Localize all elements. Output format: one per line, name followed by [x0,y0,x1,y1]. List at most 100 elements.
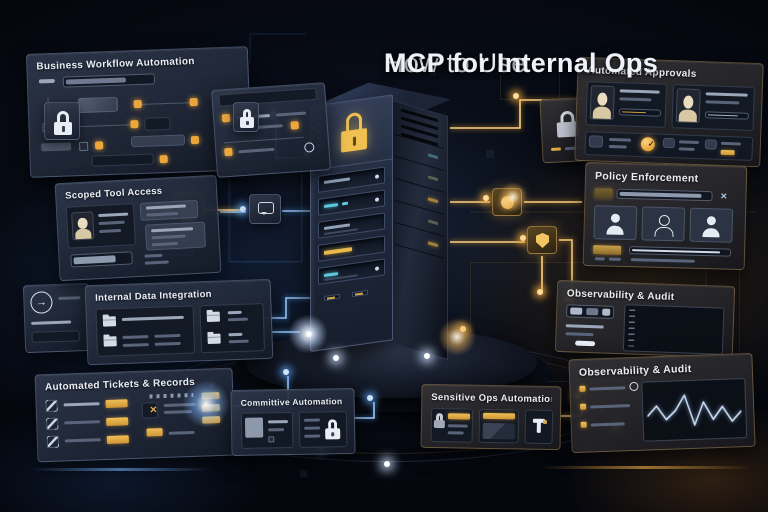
folder-icon [206,311,221,323]
drive-light [324,177,350,185]
text-line [163,402,196,407]
close-icon: × [720,190,728,203]
avatar [71,211,95,241]
status-led [428,241,438,248]
bar [640,327,641,346]
text-line [550,147,562,151]
panel-policy-enforcement: Policy Enforcement × [582,161,748,271]
chat-tile [249,194,281,224]
approval-progress [618,108,662,117]
glow-node [460,326,466,332]
mini-tile [704,139,718,150]
text-line [565,324,604,329]
workflow-node [290,121,300,130]
policy-input [616,188,713,202]
policy-button [592,245,622,255]
panel-title: Scoped Tool Access [64,185,163,202]
chat-icon [258,202,274,215]
text-line [565,332,594,337]
connector-line [141,102,190,105]
panel-title: Observability & Audit [578,362,692,379]
text-line [144,260,169,265]
segment [586,307,599,316]
text-line [589,386,626,391]
panel-title: Policy Enforcement [594,170,699,185]
text-line [63,402,100,407]
text-line [275,111,307,117]
server-drive-bay [318,235,385,262]
record-button [202,416,221,424]
mini-tile [588,135,604,148]
avatar [589,85,615,121]
server-side-face [392,100,448,361]
lock-icon [325,419,341,440]
glow-node [283,369,289,375]
approval-progress [704,111,750,120]
port [352,289,368,298]
diagram-box [130,134,186,148]
glow-node [520,235,526,241]
policy-content: × [592,187,737,265]
status-led [428,197,438,204]
segment [570,307,583,315]
ticket-action-button [106,435,129,444]
edit-checkbox-icon [46,417,59,431]
glow-node [513,93,519,99]
lock-keyhole [352,136,356,146]
text-line [267,420,289,424]
scoped-access-content [65,199,211,272]
server-ports [318,283,385,308]
panel-committive-automation: Committive Automation [230,387,356,457]
drive-led [375,266,379,271]
drive-light [324,203,338,209]
diagram-square [79,141,89,152]
avatar [675,88,701,124]
glow-node [240,206,246,212]
text-line [678,147,695,151]
workflow-node [159,155,168,164]
workflow-node [221,113,231,123]
panel-title: Internal Data Integration [94,288,213,304]
arrow-icon: → [30,291,53,314]
lock-keyhole [245,121,249,126]
close-icon: × [149,402,158,417]
input-bar [70,251,133,268]
text-line [447,424,468,428]
panel-title: Committive Automation [240,396,343,408]
status-led [428,175,438,182]
cross-tile: × [141,402,159,419]
bar [640,329,641,346]
mini-gold-chip [720,149,735,156]
glow-node [306,331,312,337]
pixel-decor [430,70,436,76]
workflow-node [224,147,233,157]
text-line [590,404,631,409]
pixel-decor [486,150,494,158]
input-fill [65,77,126,85]
text-line [163,410,192,414]
text-line [58,296,81,300]
progress-fill [632,249,721,254]
workflow-node [95,141,104,150]
light-streak [540,466,750,469]
audit-bar-chart [622,304,725,355]
workflow-node [130,120,139,129]
input-fill [619,191,702,198]
diagram-box [77,96,118,114]
title-prefix: How to Use [384,48,527,79]
mini-tile [662,137,676,149]
glow-node [424,353,430,359]
ticket-action-button [105,399,128,409]
y-axis-ticks [628,309,636,347]
mini-square [268,436,275,443]
lock-tile [233,102,259,132]
text-line [238,147,275,154]
lock-shackle [57,111,69,124]
panel-title: Business Workflow Automation [36,56,195,73]
workflow-node [190,135,200,145]
panel-observability-line: Observability & Audit [568,352,756,454]
bar [640,324,641,346]
user-tile [593,205,638,241]
panel-observability-bar: Observability & Audit [554,279,736,359]
